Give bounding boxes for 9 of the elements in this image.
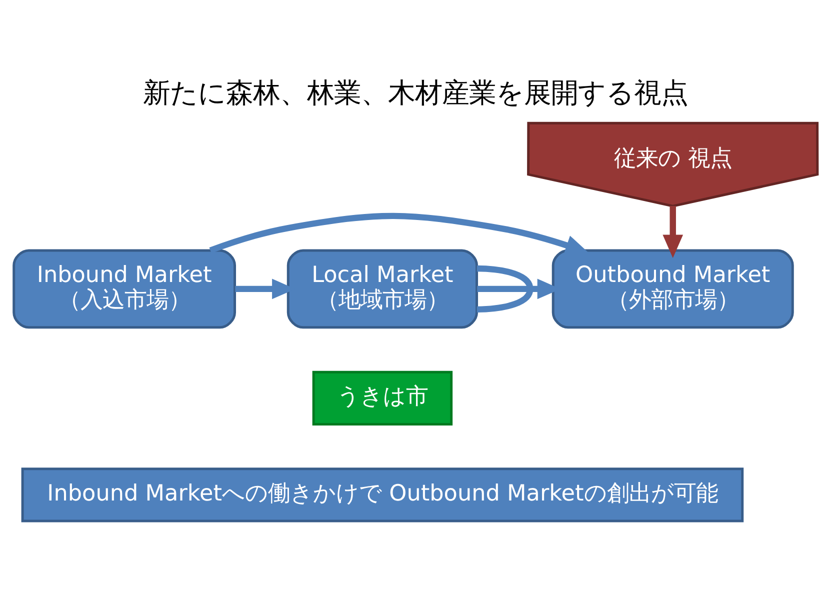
node-box: Local Market （地域市場）	[286, 248, 478, 328]
node-box: Inbound Marketへの働きかけで Outbound Marketの創出が可能	[21, 467, 744, 522]
node-box: Outbound Market （外部市場）	[552, 248, 794, 328]
diagram-title: 新たに森林、林業、木材産業を展開する視点	[142, 77, 688, 108]
connector	[476, 264, 534, 312]
node-box: Inbound Market （入込市場）	[12, 248, 236, 328]
arrow	[662, 205, 684, 258]
node-box: うきは市	[312, 370, 453, 425]
arrow	[209, 212, 589, 254]
